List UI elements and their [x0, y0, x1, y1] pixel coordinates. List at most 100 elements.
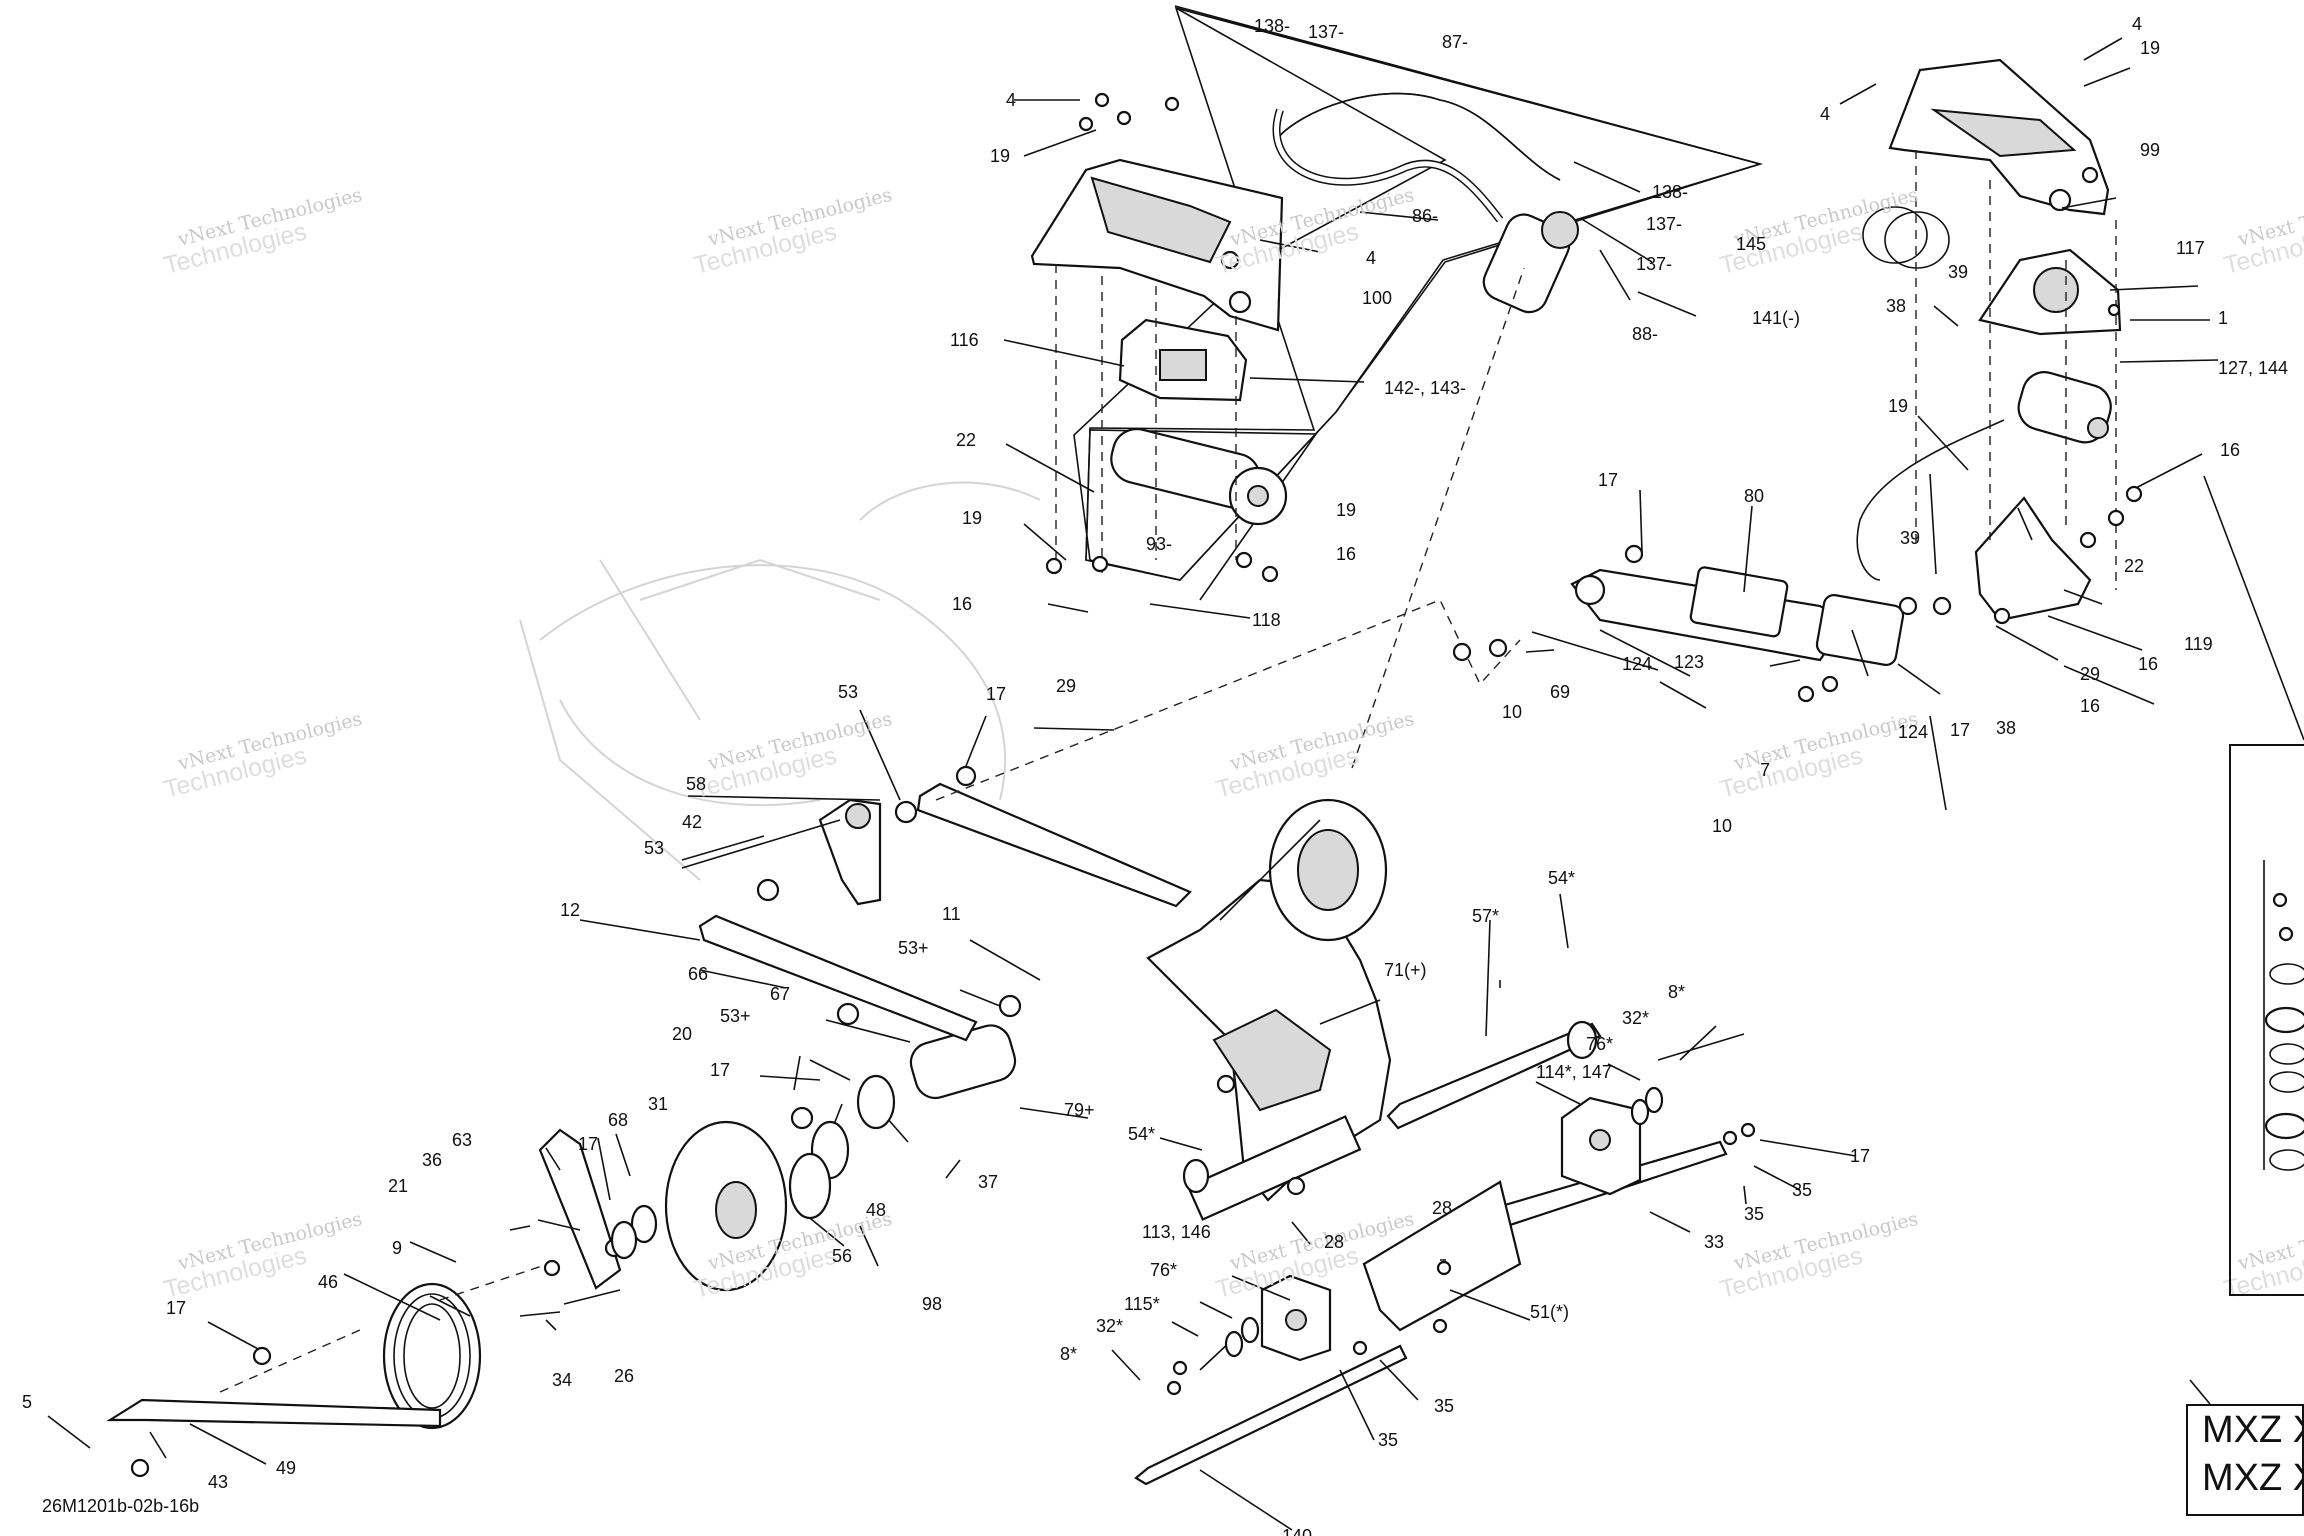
- callout-17[interactable]: 17: [710, 1060, 730, 1080]
- callout-11[interactable]: 11: [942, 904, 961, 924]
- callout-4[interactable]: 4: [1820, 104, 1830, 124]
- callout-20[interactable]: 20: [672, 1024, 692, 1044]
- callout-53[interactable]: 53: [838, 682, 858, 702]
- callout-123[interactable]: 123: [1674, 652, 1704, 672]
- callout-21[interactable]: 21: [388, 1176, 408, 1196]
- callout-76star[interactable]: 76*: [1586, 1034, 1613, 1054]
- callout-58[interactable]: 58: [686, 774, 706, 794]
- callout-63[interactable]: 63: [452, 1130, 472, 1150]
- callout-19[interactable]: 19: [2140, 38, 2160, 58]
- callout-22[interactable]: 22: [2124, 556, 2144, 576]
- callout-35[interactable]: 35: [1434, 1396, 1454, 1416]
- callout-9[interactable]: 9: [392, 1238, 402, 1258]
- callout-87[interactable]: 87-: [1442, 32, 1468, 52]
- callout-19[interactable]: 19: [990, 146, 1010, 166]
- callout-17[interactable]: 17: [986, 684, 1006, 704]
- callout-138[interactable]: 138-: [1254, 16, 1290, 36]
- callout-4[interactable]: 4: [1366, 248, 1376, 268]
- callout-1[interactable]: 1: [2218, 308, 2228, 328]
- callout-138[interactable]: 138-: [1652, 182, 1688, 202]
- callout-34[interactable]: 34: [552, 1370, 572, 1390]
- callout-53[interactable]: 53: [644, 838, 664, 858]
- callout-17[interactable]: 17: [1598, 470, 1618, 490]
- callout-99[interactable]: 99: [2140, 140, 2160, 160]
- callout-80[interactable]: 80: [1744, 486, 1764, 506]
- callout-53plus[interactable]: 53+: [720, 1006, 751, 1026]
- callout-124[interactable]: 124: [1622, 654, 1652, 674]
- callout-19[interactable]: 19: [1888, 396, 1908, 416]
- callout-28[interactable]: 28: [1324, 1232, 1344, 1252]
- callout-119[interactable]: 119: [2184, 634, 2213, 654]
- callout-76star[interactable]: 76*: [1150, 1260, 1177, 1280]
- callout-35[interactable]: 35: [1792, 1180, 1812, 1200]
- callout-16[interactable]: 16: [2138, 654, 2158, 674]
- callout-35[interactable]: 35: [1744, 1204, 1764, 1224]
- callout-36[interactable]: 36: [422, 1150, 442, 1170]
- callout-4[interactable]: 4: [1006, 90, 1016, 110]
- callout-116[interactable]: 116: [950, 330, 979, 350]
- callout-48[interactable]: 48: [866, 1200, 886, 1220]
- callout-117[interactable]: 117: [2176, 238, 2205, 258]
- callout-16[interactable]: 16: [952, 594, 972, 614]
- callout-53plus[interactable]: 53+: [898, 938, 929, 958]
- callout-51[interactable]: 51(*): [1530, 1302, 1569, 1322]
- callout-98[interactable]: 98: [922, 1294, 942, 1314]
- callout-86[interactable]: 86-: [1412, 206, 1438, 226]
- callout-137[interactable]: 137-: [1636, 254, 1672, 274]
- callout-71[interactable]: 71(+): [1384, 960, 1427, 980]
- callout-113-146[interactable]: 113, 146: [1142, 1222, 1211, 1242]
- callout-68[interactable]: 68: [608, 1110, 628, 1130]
- callout-79plus[interactable]: 79+: [1064, 1100, 1095, 1120]
- callout-17[interactable]: 17: [578, 1134, 598, 1154]
- callout-56[interactable]: 56: [832, 1246, 852, 1266]
- callout-145[interactable]: 145: [1736, 234, 1766, 254]
- callout-8star[interactable]: 8*: [1060, 1344, 1077, 1364]
- callout-31[interactable]: 31: [648, 1094, 668, 1114]
- callout-141[interactable]: 141(-): [1752, 308, 1800, 328]
- callout-12[interactable]: 12: [560, 900, 580, 920]
- callout-28[interactable]: 28: [1432, 1198, 1452, 1218]
- callout-32star[interactable]: 32*: [1622, 1008, 1649, 1028]
- callout-127-144[interactable]: 127, 144: [2218, 358, 2288, 378]
- callout-17[interactable]: 17: [1850, 1146, 1870, 1166]
- callout-32star[interactable]: 32*: [1096, 1316, 1123, 1336]
- callout-137[interactable]: 137-: [1646, 214, 1682, 234]
- callout-8star[interactable]: 8*: [1668, 982, 1685, 1002]
- callout-118[interactable]: 118: [1252, 610, 1281, 630]
- callout-16[interactable]: 16: [2220, 440, 2240, 460]
- callout-17[interactable]: 17: [166, 1298, 186, 1318]
- callout-5[interactable]: 5: [22, 1392, 32, 1412]
- callout-29[interactable]: 29: [2080, 664, 2100, 684]
- callout-38[interactable]: 38: [1996, 718, 2016, 738]
- callout-4[interactable]: 4: [2132, 14, 2142, 34]
- callout-137[interactable]: 137-: [1308, 22, 1344, 42]
- callout-49[interactable]: 49: [276, 1458, 296, 1478]
- callout-54star[interactable]: 54*: [1128, 1124, 1155, 1144]
- callout-7[interactable]: 7: [1760, 760, 1770, 780]
- callout-69[interactable]: 69: [1550, 682, 1570, 702]
- callout-66[interactable]: 66: [688, 964, 708, 984]
- callout-100[interactable]: 100: [1362, 288, 1392, 308]
- callout-35[interactable]: 35: [1378, 1430, 1398, 1450]
- callout-37[interactable]: 37: [978, 1172, 998, 1192]
- callout-140[interactable]: 140: [1282, 1526, 1312, 1536]
- callout-142-143[interactable]: 142-, 143-: [1384, 378, 1466, 398]
- callout-39[interactable]: 39: [1900, 528, 1920, 548]
- callout-39[interactable]: 39: [1948, 262, 1968, 282]
- callout-43[interactable]: 43: [208, 1472, 228, 1492]
- callout-93[interactable]: 93-: [1146, 534, 1172, 554]
- callout-54star[interactable]: 54*: [1548, 868, 1575, 888]
- callout-46[interactable]: 46: [318, 1272, 338, 1292]
- callout-124[interactable]: 124: [1898, 722, 1928, 742]
- callout-16[interactable]: 16: [2080, 696, 2100, 716]
- callout-33[interactable]: 33: [1704, 1232, 1724, 1252]
- callout-115star[interactable]: 115*: [1124, 1294, 1160, 1314]
- callout-19[interactable]: 19: [1336, 500, 1356, 520]
- callout-26[interactable]: 26: [614, 1366, 634, 1386]
- callout-57star[interactable]: 57*: [1472, 906, 1499, 926]
- callout-88[interactable]: 88-: [1632, 324, 1658, 344]
- callout-67[interactable]: 67: [770, 984, 790, 1004]
- callout-17[interactable]: 17: [1950, 720, 1970, 740]
- callout-38[interactable]: 38: [1886, 296, 1906, 316]
- callout-16[interactable]: 16: [1336, 544, 1356, 564]
